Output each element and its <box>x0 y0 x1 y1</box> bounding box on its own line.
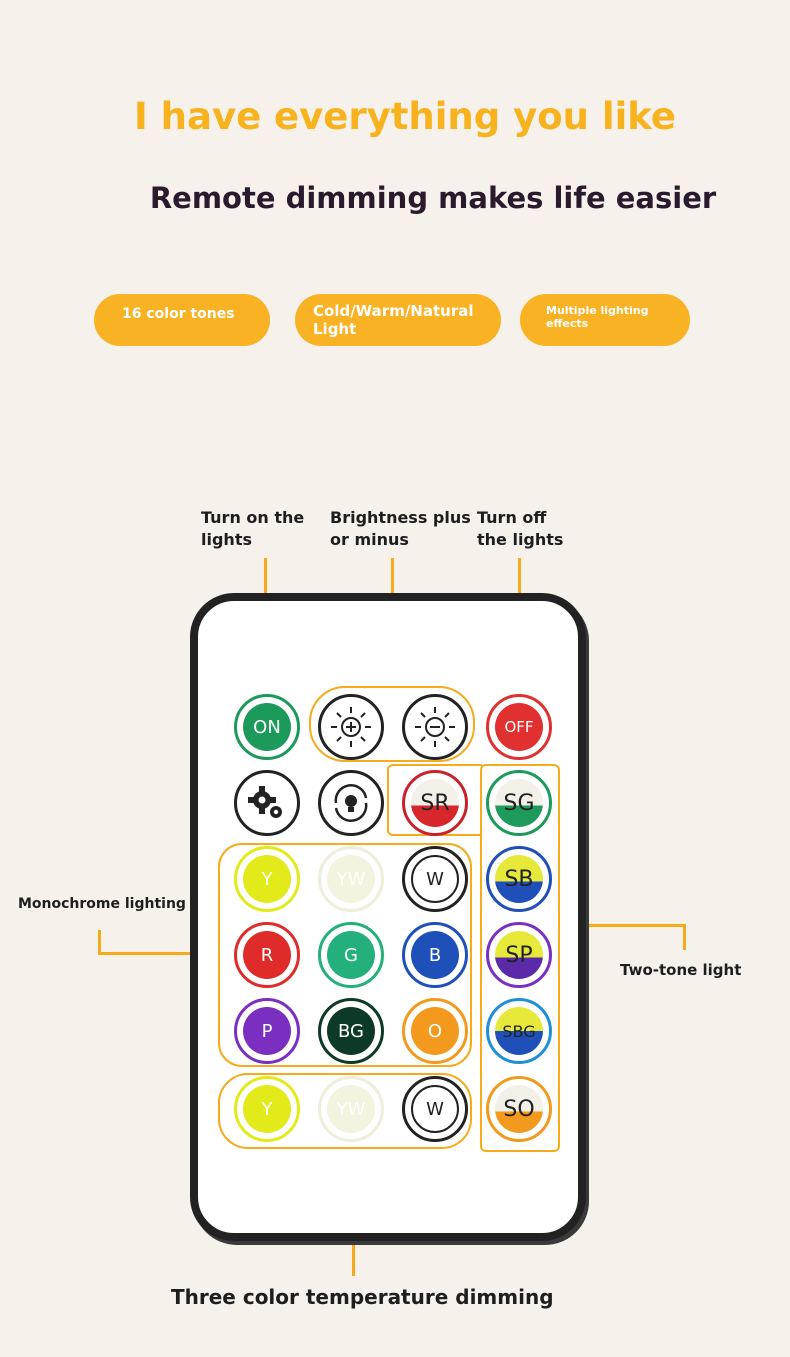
yw-temp-label: YW <box>336 1098 366 1120</box>
callout-two-tone: Two-tone light <box>620 961 742 979</box>
sp-label: SP <box>505 942 533 968</box>
off-button-label: OFF <box>504 718 534 736</box>
blue-button[interactable]: B <box>402 922 468 988</box>
sb-label: SB <box>504 866 534 892</box>
w-temp-label: W <box>426 1098 444 1120</box>
sbg-label: SBG <box>502 1021 536 1041</box>
leader-line-mono-h <box>98 952 208 955</box>
yw-label: YW <box>336 868 366 890</box>
so-label: SO <box>503 1096 535 1122</box>
o-label: O <box>427 1020 443 1042</box>
orange-button[interactable]: O <box>402 998 468 1064</box>
white-button[interactable]: W <box>402 846 468 912</box>
on-button-label: ON <box>253 716 281 738</box>
warm-white-temp-button[interactable]: YW <box>318 1076 384 1142</box>
two-tone-sg-button[interactable]: SG <box>486 770 552 836</box>
off-button[interactable]: OFF <box>486 694 552 760</box>
brightness-minus-icon <box>415 707 455 747</box>
two-tone-so-button[interactable]: SO <box>486 1076 552 1142</box>
callout-turn-on: Turn on the lights <box>201 508 305 549</box>
purple-button[interactable]: P <box>234 998 300 1064</box>
two-tone-sb-button[interactable]: SB <box>486 846 552 912</box>
highlight-monochrome <box>218 843 472 1067</box>
brightness-minus-button[interactable] <box>402 694 468 760</box>
yellow-button[interactable]: Y <box>234 846 300 912</box>
sg-label: SG <box>503 790 535 816</box>
r-label: R <box>260 944 274 966</box>
feature-pill-color-tones: 16 color tones <box>94 294 270 346</box>
callout-brightness: Brightness plus or minus <box>330 508 471 549</box>
headline: I have everything you like <box>134 95 676 138</box>
feature-pill-lighting-effects: Multiple lighting effects <box>520 294 690 346</box>
two-tone-sp-button[interactable]: SP <box>486 922 552 988</box>
leader-line-two-h <box>568 924 686 927</box>
w-label: W <box>426 868 444 890</box>
highlight-three-temperature <box>218 1073 472 1149</box>
blue-green-button[interactable]: BG <box>318 998 384 1064</box>
mode-button[interactable] <box>318 770 384 836</box>
highlight-brightness <box>309 686 475 762</box>
callout-monochrome: Monochrome lighting <box>18 896 186 912</box>
leader-line-two-v <box>683 924 686 950</box>
two-tone-sr-button[interactable]: SR <box>402 770 468 836</box>
warm-white-button[interactable]: YW <box>318 846 384 912</box>
feature-pill-light-temperature: Cold/Warm/Natural Light <box>295 294 501 346</box>
on-button[interactable]: ON <box>234 694 300 760</box>
yellow-temp-button[interactable]: Y <box>234 1076 300 1142</box>
gear-icon <box>248 786 282 818</box>
p-label: P <box>261 1020 273 1042</box>
sr-label: SR <box>420 790 450 816</box>
g-label: G <box>344 944 358 966</box>
b-label: B <box>428 944 442 966</box>
callout-turn-off: Turn off the lights <box>477 508 564 549</box>
highlight-two-tone <box>480 764 560 1152</box>
subheadline: Remote dimming makes life easier <box>149 181 717 215</box>
leader-line-mono-v <box>98 930 101 954</box>
settings-button[interactable] <box>234 770 300 836</box>
y-label: Y <box>261 868 273 890</box>
two-tone-sbg-button[interactable]: SBG <box>486 998 552 1064</box>
callout-three-temperature: Three color temperature dimming <box>171 1285 554 1309</box>
bg-label: BG <box>338 1020 364 1042</box>
green-button[interactable]: G <box>318 922 384 988</box>
bulb-cycle-icon <box>334 784 368 822</box>
red-button[interactable]: R <box>234 922 300 988</box>
brightness-plus-icon <box>331 707 371 747</box>
brightness-plus-button[interactable] <box>318 694 384 760</box>
white-temp-button[interactable]: W <box>402 1076 468 1142</box>
y-temp-label: Y <box>261 1098 273 1120</box>
